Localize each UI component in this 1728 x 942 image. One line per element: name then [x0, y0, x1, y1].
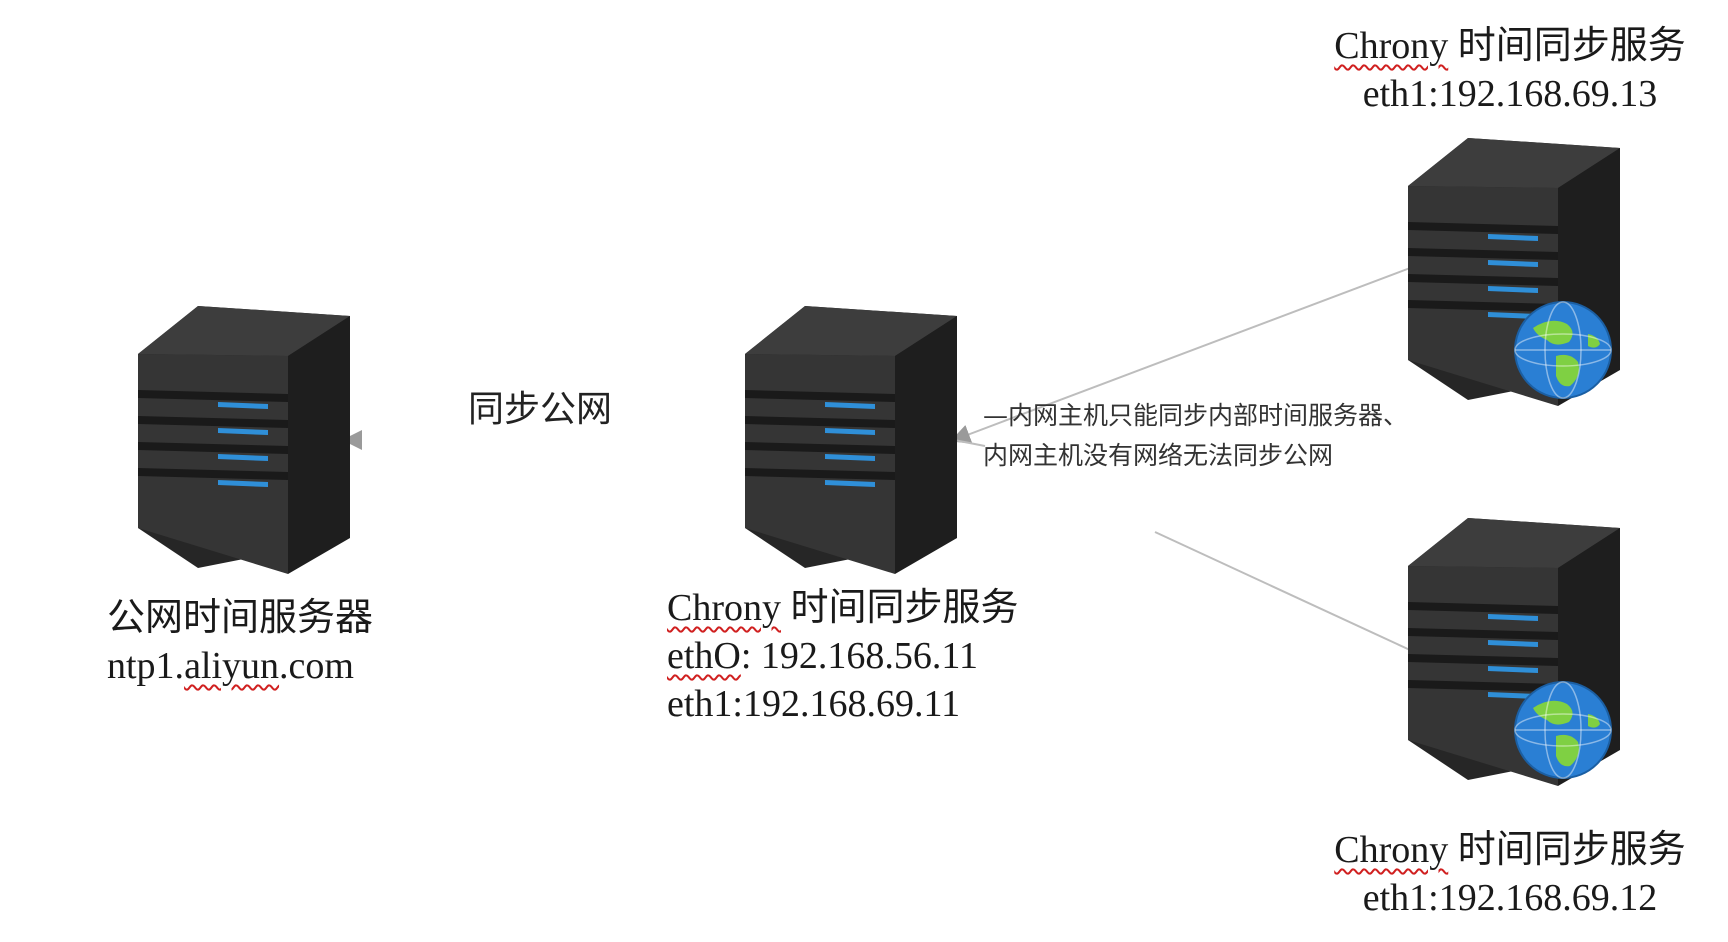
central-server-icon — [745, 306, 957, 574]
edge-bottom-client-to-central — [1154, 531, 1411, 651]
bottom-client-title: Chrony 时间同步服务 — [1334, 829, 1686, 871]
public-server-icon — [138, 306, 350, 574]
drive-bays — [1408, 602, 1558, 699]
note-line-1: —内网主机只能同步内部时间服务器、 — [983, 401, 1409, 430]
bottom-client-eth1: eth1:192.168.69.12 — [1362, 877, 1658, 919]
central-server-title: Chrony 时间同步服务 — [667, 587, 1019, 629]
public-server-label: 公网时间服务器 ntp1.aliyun.com — [107, 594, 373, 690]
bottom-client-server-globe-icon — [1408, 518, 1620, 786]
edge-top-client-to-central — [950, 267, 1411, 444]
top-client-title: Chrony 时间同步服务 — [1334, 25, 1686, 67]
drive-bays — [745, 390, 895, 487]
public-server-name: 公网时间服务器 — [107, 597, 374, 639]
edge-note-internal: —内网主机只能同步内部时间服务器、 内网主机没有网络无法同步公网 — [983, 396, 1408, 476]
globe-icon — [1514, 301, 1612, 399]
top-client-label: Chrony 时间同步服务 eth1:192.168.69.13 — [1320, 22, 1700, 118]
public-server-host: ntp1.aliyun.com — [107, 645, 354, 687]
drive-bays — [138, 390, 288, 487]
globe-icon — [1514, 681, 1612, 779]
central-server-eth0: ethO: 192.168.56.11 — [667, 635, 979, 677]
edge-label-sync-public: 同步公网 — [468, 389, 613, 430]
drive-bays — [1408, 222, 1558, 319]
bottom-client-label: Chrony 时间同步服务 eth1:192.168.69.12 — [1320, 826, 1700, 922]
note-line-2: 内网主机没有网络无法同步公网 — [983, 441, 1334, 470]
edge-central-note-arrow — [953, 439, 986, 447]
central-server-eth1: eth1:192.168.69.11 — [667, 683, 961, 725]
central-server-label: Chrony 时间同步服务 ethO: 192.168.56.11 eth1:1… — [667, 584, 1019, 728]
top-client-eth1: eth1:192.168.69.13 — [1362, 73, 1658, 115]
top-client-server-globe-icon — [1408, 138, 1620, 406]
